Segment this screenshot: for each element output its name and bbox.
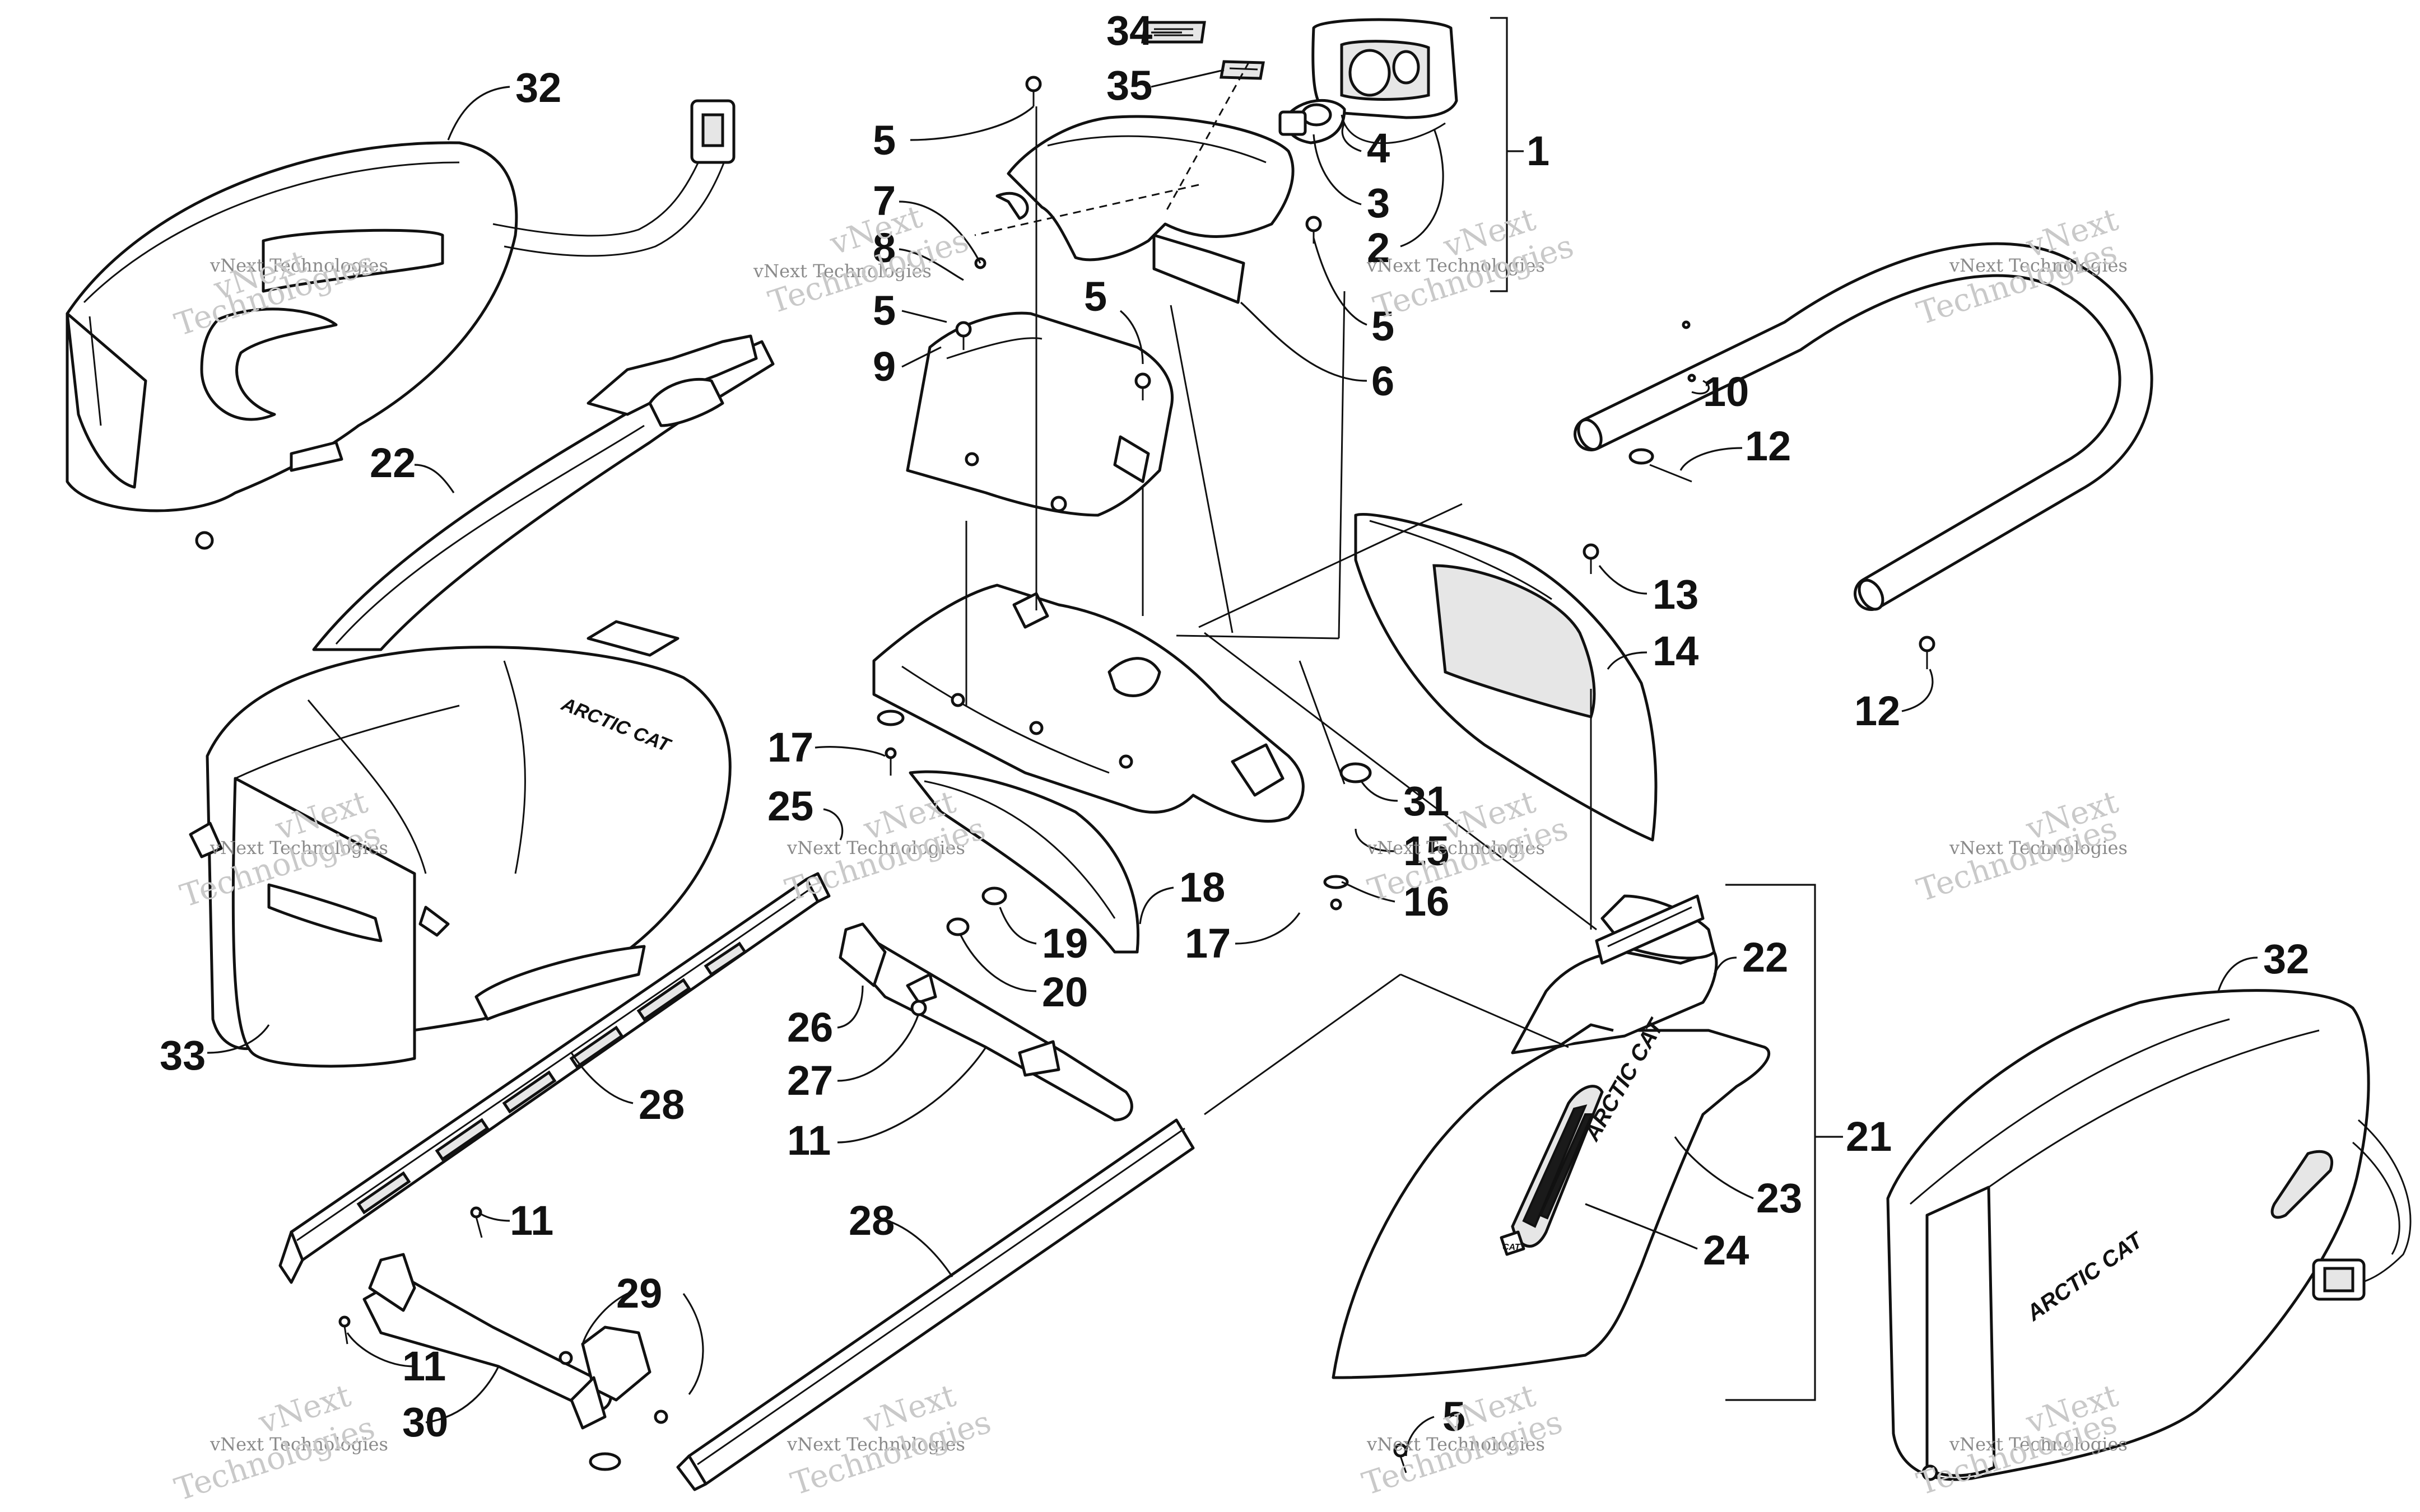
center-panel: [906, 311, 1174, 517]
svg-text:vNext Technologies: vNext Technologies: [210, 1434, 388, 1455]
watermark-7: vNext Technologies vNext Technologies: [1363, 783, 1572, 909]
svg-text:vNext Technologies: vNext Technologies: [787, 1434, 965, 1455]
callout-12-top: 12: [1745, 423, 1791, 469]
right-rear-panel: [1354, 512, 1658, 842]
callout-3: 3: [1367, 180, 1390, 226]
callout-2: 2: [1367, 225, 1390, 271]
left-saddle-bag: [66, 99, 736, 550]
fasteners: [338, 76, 1935, 1473]
mud-flap: [909, 770, 1139, 954]
callout-5-centre: 5: [1084, 273, 1107, 320]
lower-bracket: [362, 1253, 668, 1430]
callout-19: 19: [1042, 920, 1088, 967]
decals: [1141, 21, 1265, 80]
right-rail: [676, 1118, 1195, 1491]
rear-fender: [872, 584, 1305, 823]
left-side-bracket: [312, 334, 775, 651]
callout-13: 13: [1653, 571, 1698, 618]
rear-housing: [974, 61, 1295, 304]
callout-labels: 34 35 1 4 3 2 5 7 8 5 5 9 5 6 32 22 10 1…: [160, 7, 2309, 1445]
seat-box-trunk: ARCTIC CAT: [189, 620, 732, 1068]
callout-32-left: 32: [515, 64, 561, 111]
callout-5-top: 5: [873, 117, 896, 164]
left-rail: [278, 872, 831, 1284]
callout-9: 9: [873, 343, 896, 390]
svg-text:vNext Technologies: vNext Technologies: [210, 255, 388, 276]
callout-6: 6: [1371, 358, 1394, 404]
callout-4: 4: [1367, 125, 1390, 171]
callout-15: 15: [1403, 828, 1449, 874]
callout-5-right: 5: [1371, 303, 1394, 349]
panel-badge-text: CAT: [1502, 1243, 1521, 1252]
callout-26: 26: [787, 1004, 833, 1051]
callout-17-upper: 17: [767, 724, 813, 771]
svg-text:vNext Technologies: vNext Technologies: [1366, 255, 1545, 276]
grab-bar: [1574, 242, 2153, 611]
callout-14: 14: [1653, 628, 1698, 674]
svg-text:vNext Technologies: vNext Technologies: [787, 837, 965, 858]
svg-text:vNext Technologies: vNext Technologies: [1949, 837, 2128, 858]
right-side-panel-assembly: ARCTIC CAT CAT: [1332, 894, 1771, 1379]
callout-25: 25: [767, 783, 813, 829]
callout-10: 10: [1703, 368, 1749, 415]
callout-22-left: 22: [370, 440, 416, 486]
callout-leaders: [207, 17, 2258, 1457]
callout-11-lower: 11: [402, 1343, 446, 1389]
callout-5-left: 5: [873, 287, 896, 334]
callout-8: 8: [873, 225, 896, 271]
svg-text:vNext Technologies: vNext Technologies: [210, 837, 388, 858]
callout-35: 35: [1106, 62, 1152, 109]
callout-7: 7: [873, 178, 896, 224]
callout-33: 33: [160, 1032, 206, 1079]
svg-text:vNext Technologies: vNext Technologies: [1366, 837, 1545, 858]
callout-31: 31: [1403, 778, 1449, 824]
right-saddle-bag: ARCTIC CAT: [1886, 989, 2412, 1481]
tail-light-assembly: [1278, 18, 1458, 144]
callout-1: 1: [1527, 128, 1549, 174]
watermark-3: vNext Technologies vNext Technologies: [1366, 201, 1578, 326]
callout-30: 30: [402, 1399, 448, 1445]
callout-34: 34: [1106, 7, 1152, 54]
callout-32-right: 32: [2263, 936, 2309, 982]
watermark-8: vNext Technologies vNext Technologies: [1912, 783, 2128, 909]
callout-5-bottom: 5: [1442, 1393, 1465, 1440]
watermark-2: vNext Technologies vNext Technologies: [753, 198, 973, 321]
callout-20: 20: [1042, 969, 1088, 1015]
callout-22-right: 22: [1742, 934, 1788, 981]
callout-12-bottom: 12: [1854, 688, 1900, 734]
callout-28-right: 28: [849, 1197, 895, 1244]
svg-text:vNext Technologies: vNext Technologies: [1366, 1434, 1545, 1455]
svg-text:vNext Technologies: vNext Technologies: [1949, 255, 2128, 276]
svg-text:Technologies: Technologies: [1912, 810, 2121, 909]
callout-16: 16: [1403, 878, 1449, 925]
callout-24: 24: [1703, 1227, 1749, 1273]
callout-11-centre: 11: [787, 1117, 831, 1164]
callout-11-left: 11: [510, 1197, 553, 1244]
svg-text:vNext Technologies: vNext Technologies: [1949, 1434, 2128, 1455]
callout-21: 21: [1846, 1113, 1892, 1160]
callout-23: 23: [1756, 1175, 1802, 1221]
watermark-9: vNext Technologies vNext Technologies: [170, 1377, 388, 1508]
callout-27: 27: [787, 1057, 833, 1104]
center-bracket: [839, 922, 1133, 1122]
callout-28-left: 28: [639, 1081, 685, 1128]
svg-text:vNext Technologies: vNext Technologies: [753, 260, 932, 282]
callout-18: 18: [1179, 864, 1225, 911]
reference-lines: [965, 106, 1597, 1116]
callout-17-lower: 17: [1185, 920, 1231, 967]
callout-29: 29: [616, 1270, 662, 1317]
